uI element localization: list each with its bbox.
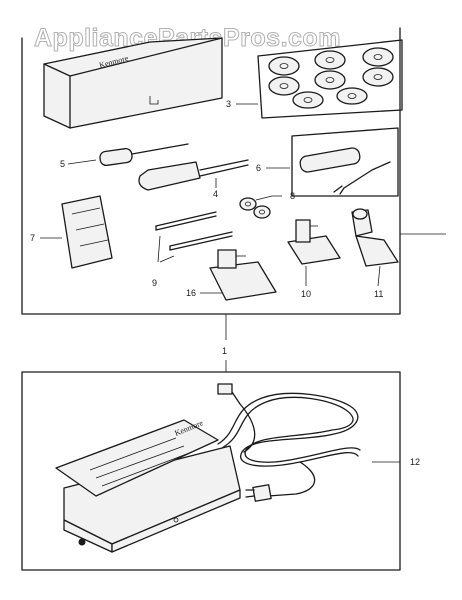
large-screwdriver: 4 <box>138 159 249 199</box>
spool-washers: 8 <box>239 191 295 219</box>
callout-12: 16 <box>186 288 196 298</box>
kenmore-case: Kenmore <box>43 37 223 129</box>
buttonhole-foot: 11 <box>351 208 399 299</box>
callout-16: 12 <box>410 457 420 467</box>
callout-11: 11 <box>374 289 383 299</box>
seam-ripper-kit: 6 <box>256 127 399 197</box>
callout-3: 3 <box>226 99 231 109</box>
callout-4: 4 <box>213 189 218 199</box>
foot-pedal: Kenmore <box>55 418 241 553</box>
callout-1: 1 <box>222 346 227 356</box>
callout-6: 6 <box>256 163 261 173</box>
callout-7: 7 <box>30 233 35 243</box>
zipper-foot: 16 <box>186 249 277 301</box>
power-cord: 12 <box>217 383 420 502</box>
callout-5: 5 <box>60 159 65 169</box>
foot-controller-frame <box>21 371 401 571</box>
needle-pack: 7 <box>30 195 113 269</box>
presser-foot: 10 <box>287 219 341 299</box>
callout-9: 8 <box>290 191 295 201</box>
small-screwdriver: 5 <box>60 143 189 169</box>
callout-8: 9 <box>152 278 157 288</box>
accessory-kit-frame <box>21 27 401 315</box>
bobbins: 3 <box>226 39 403 119</box>
assembly-connector: 1 <box>222 314 227 372</box>
callout-10: 10 <box>301 289 311 299</box>
spool-pins: 9 <box>152 211 233 288</box>
